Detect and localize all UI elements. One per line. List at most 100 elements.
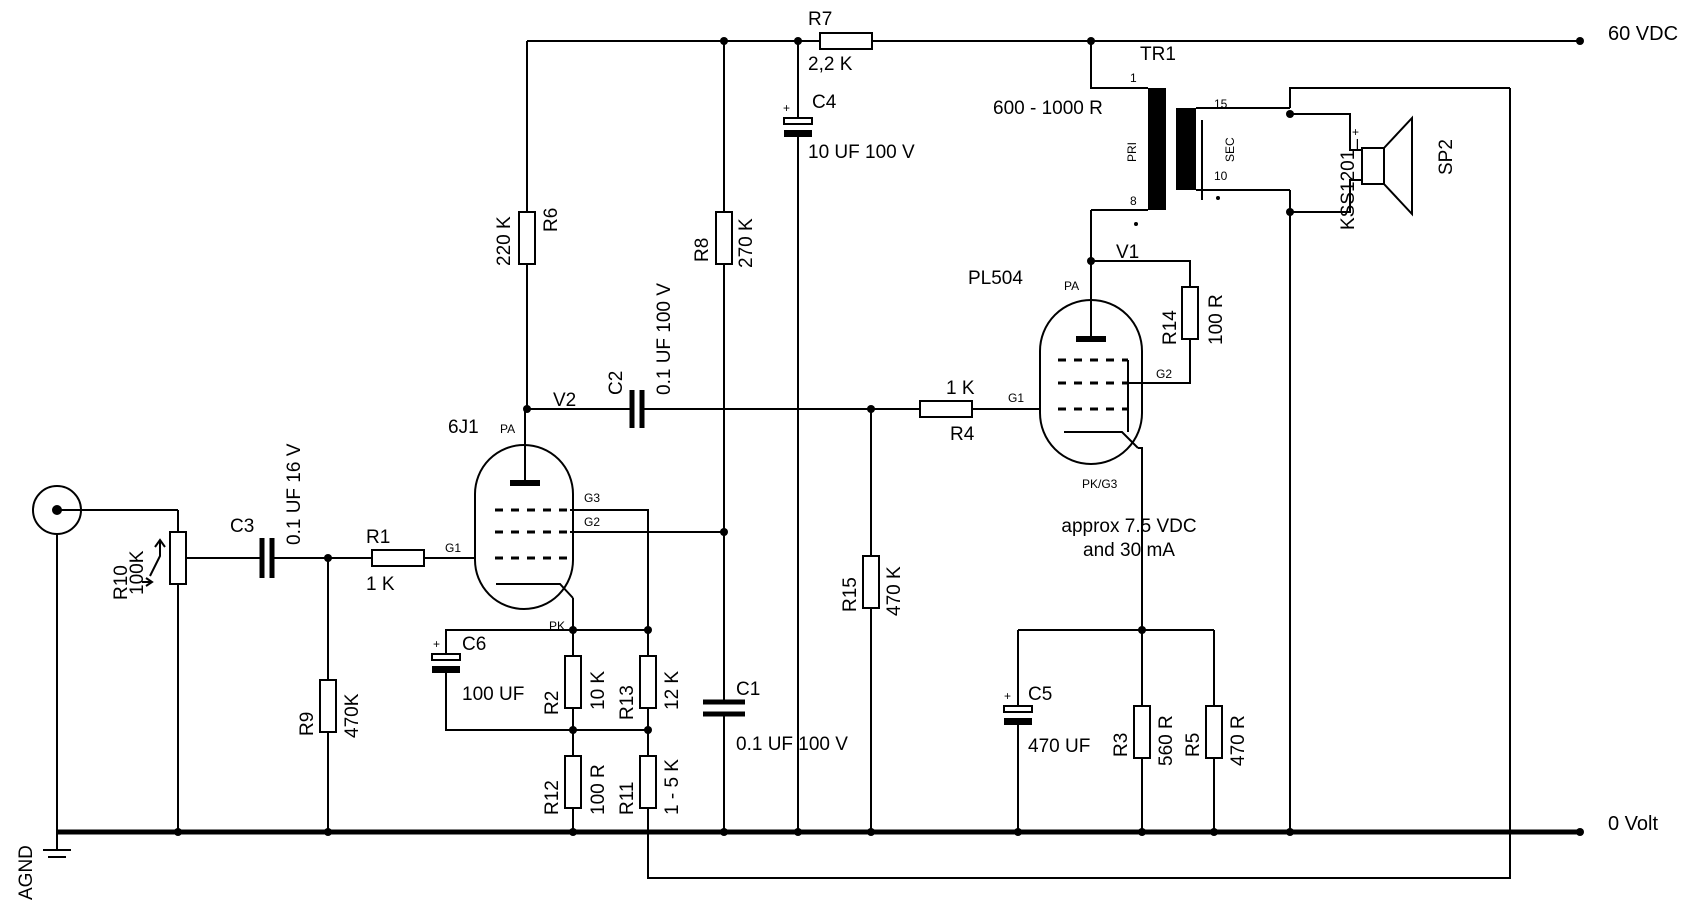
tr1-pin15: 15 bbox=[1214, 97, 1228, 111]
v1-cathode-wire bbox=[1138, 447, 1143, 630]
c1-value: 0.1 UF 100 V bbox=[736, 734, 848, 755]
c4-value: 10 UF 100 V bbox=[808, 142, 915, 163]
agnd-label: AGND bbox=[16, 845, 37, 900]
resistor-r4: 1 K R4 bbox=[919, 378, 1040, 445]
feedback-wire bbox=[647, 88, 1511, 879]
r11-value: 1 - 5 K bbox=[662, 759, 683, 815]
tr1-sec-label: SEC bbox=[1223, 137, 1237, 162]
c5-ref: C5 bbox=[1028, 684, 1052, 705]
tr1-pin10: 10 bbox=[1214, 169, 1228, 183]
svg-text:+: + bbox=[1004, 689, 1011, 703]
svg-text:+: + bbox=[783, 101, 790, 115]
c6-ref: C6 bbox=[462, 634, 486, 655]
capacitor-c5: + C5 470 UF bbox=[1003, 630, 1090, 836]
r8-ref: R8 bbox=[692, 238, 713, 262]
v1-g2-pin: G2 bbox=[1156, 367, 1172, 381]
r6-value: 220 K bbox=[494, 216, 515, 266]
v1-ref: V1 bbox=[1116, 242, 1139, 263]
resistor-r13: R13 12 K bbox=[617, 630, 683, 734]
v2-cathode-wire bbox=[572, 598, 648, 631]
r7-ref: R7 bbox=[808, 9, 832, 30]
v1-type: PL504 bbox=[968, 268, 1023, 289]
r10-ref: R10 bbox=[111, 565, 132, 600]
capacitor-c4: + C4 10 UF 100 V bbox=[783, 41, 915, 836]
resistor-r3: R3 560 R bbox=[1111, 630, 1177, 836]
v2-type: 6J1 bbox=[448, 417, 479, 438]
tr1-ref: TR1 bbox=[1140, 44, 1176, 65]
tube-v2: G3 G2 G1 PA PK 6J1 V2 bbox=[445, 390, 600, 633]
v1-note-line1: approx 7.5 VDC bbox=[1061, 516, 1196, 537]
resistor-r6: 220 K R6 bbox=[494, 41, 562, 413]
resistor-r7: R7 2,2 K bbox=[794, 9, 873, 75]
resistor-r9: R9 470K bbox=[297, 554, 363, 836]
v1-note: approx 7.5 VDC and 30 mA bbox=[1061, 516, 1196, 561]
resistor-r1: R1 1 K bbox=[366, 527, 482, 595]
r3-ref: R3 bbox=[1111, 733, 1132, 757]
r14-ref: R14 bbox=[1160, 310, 1181, 345]
r9-ref: R9 bbox=[297, 712, 318, 736]
tr1-impedance: 600 - 1000 R bbox=[993, 98, 1103, 119]
ground-rail-label: 0 Volt bbox=[1608, 813, 1658, 835]
r14-value: 100 R bbox=[1206, 294, 1227, 345]
resistor-r8: R8 270 K bbox=[692, 37, 757, 702]
resistor-r12: R12 100 R bbox=[542, 730, 609, 836]
r12-value: 100 R bbox=[588, 764, 609, 815]
ground-symbol: AGND bbox=[16, 832, 71, 900]
v1-g1-pin: G1 bbox=[1008, 391, 1024, 405]
c2-ref: C2 bbox=[606, 371, 627, 395]
resistor-r15: R15 470 K bbox=[840, 405, 905, 836]
svg-text:+: + bbox=[433, 637, 440, 651]
resistor-r14: R14 100 R bbox=[1091, 260, 1227, 384]
r9-value: 470K bbox=[342, 693, 363, 738]
v1-pk-pin: PK/G3 bbox=[1082, 477, 1118, 491]
c3-value: 0.1 UF 16 V bbox=[284, 443, 305, 545]
r5-ref: R5 bbox=[1183, 733, 1204, 757]
r2-value: 10 K bbox=[588, 671, 609, 710]
tr1-pri-label: PRI bbox=[1125, 142, 1139, 162]
input-jack bbox=[32, 485, 178, 832]
supply-rail: 60 VDC bbox=[527, 23, 1678, 45]
r11-ref: R11 bbox=[617, 782, 638, 815]
r1-ref: R1 bbox=[366, 527, 390, 548]
r15-value: 470 K bbox=[884, 566, 905, 616]
capacitor-c3: C3 0.1 UF 16 V bbox=[230, 443, 372, 578]
r7-value: 2,2 K bbox=[808, 54, 853, 75]
c4-ref: C4 bbox=[812, 92, 837, 113]
sp2-part: KSS1201_ bbox=[1338, 139, 1359, 230]
tr1-pin8: 8 bbox=[1130, 194, 1137, 208]
r10-value: 100K bbox=[127, 550, 148, 595]
v2-g1-pin: G1 bbox=[445, 541, 461, 555]
tr1-pin1: 1 bbox=[1130, 71, 1137, 85]
r12-ref: R12 bbox=[542, 780, 563, 815]
svg-text:+: + bbox=[1352, 125, 1359, 139]
c2-value: 0.1 UF 100 V bbox=[654, 283, 675, 395]
r4-ref: R4 bbox=[950, 424, 975, 445]
r8-value: 270 K bbox=[736, 218, 757, 268]
c6-value: 100 UF bbox=[462, 684, 524, 705]
v2-g3-wire bbox=[570, 509, 649, 630]
r15-ref: R15 bbox=[840, 577, 861, 612]
resistor-r11: R11 1 - 5 K bbox=[617, 730, 683, 815]
r3-value: 560 R bbox=[1156, 715, 1177, 766]
c1-ref: C1 bbox=[736, 679, 760, 700]
r1-value: 1 K bbox=[366, 574, 395, 595]
capacitor-c1: C1 0.1 UF 100 V bbox=[703, 679, 848, 836]
c5-value: 470 UF bbox=[1028, 736, 1090, 757]
c3-ref: C3 bbox=[230, 516, 254, 537]
ground-rail: 0 Volt bbox=[57, 813, 1658, 836]
speaker-sp2: + SP2 KSS1201_ bbox=[1338, 115, 1457, 230]
v2-g2-pin: G2 bbox=[584, 515, 600, 529]
resistor-r10: R10 100K bbox=[111, 510, 262, 832]
resistor-r2: R2 10 K bbox=[542, 630, 609, 734]
r13-value: 12 K bbox=[662, 671, 683, 710]
r4-value: 1 K bbox=[946, 378, 975, 399]
v1-note-line2: and 30 mA bbox=[1083, 540, 1175, 561]
v1-pa-pin: PA bbox=[1064, 279, 1079, 293]
r13-ref: R13 bbox=[617, 685, 638, 720]
resistor-r5: R5 470 R bbox=[1183, 630, 1249, 836]
sp2-ref: SP2 bbox=[1436, 139, 1457, 175]
v2-pa-pin: PA bbox=[500, 422, 515, 436]
transformer-tr1: TR1 600 - 1000 R PRI SEC 1 8 15 10 bbox=[993, 41, 1290, 226]
tube-v1: G1 G2 PA PK/G3 PL504 V1 bbox=[968, 242, 1172, 491]
